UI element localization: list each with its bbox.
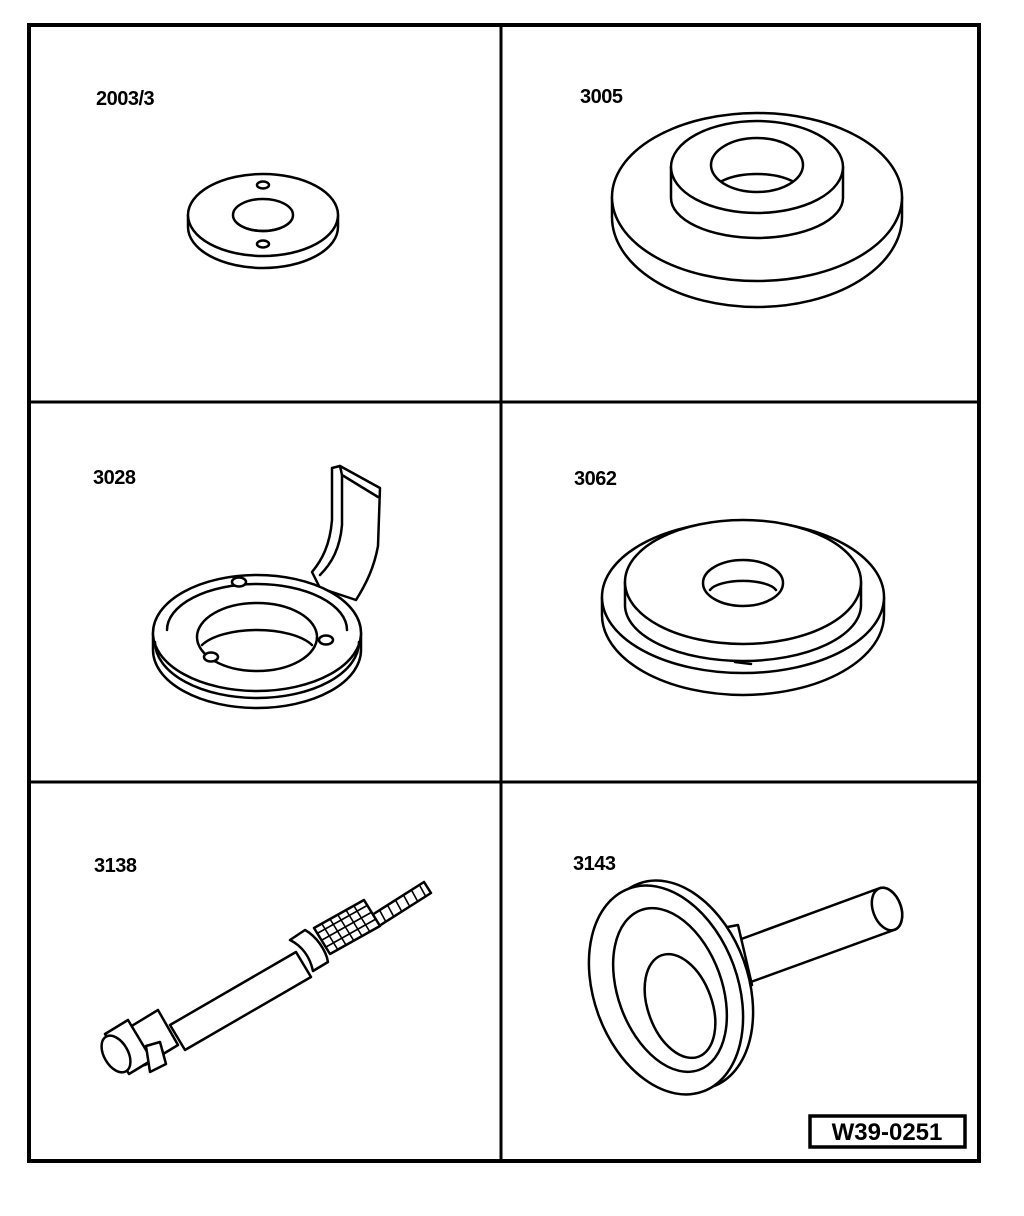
panel-tool-3138: 3138 xyxy=(94,855,433,1076)
tool-label-3028: 3028 xyxy=(93,467,136,489)
panel-tool-3062: 3062 xyxy=(574,468,886,697)
cup-press-tool-drawing xyxy=(587,879,904,1096)
tool-label-3005: 3005 xyxy=(580,86,623,108)
stepped-thrust-plate-drawing xyxy=(600,518,886,697)
tool-label-2003-3: 2003/3 xyxy=(96,88,155,110)
outer-border xyxy=(27,23,981,1163)
panel-tool-3028: 3028 xyxy=(93,464,382,710)
tool-label-3062: 3062 xyxy=(574,468,617,490)
reference-code-box: W39-0251 xyxy=(808,1114,967,1149)
flat-ring-plate-drawing xyxy=(186,172,340,270)
threaded-puller-spindle-drawing xyxy=(100,880,433,1076)
stepped-thrust-ring-drawing xyxy=(610,111,904,309)
panel-tool-2003-3: 2003/3 xyxy=(96,88,340,270)
panel-tool-3143: 3143 xyxy=(573,853,904,1096)
tool-label-3143: 3143 xyxy=(573,853,616,875)
reference-code: W39-0251 xyxy=(832,1119,943,1146)
tool-label-3138: 3138 xyxy=(94,855,137,877)
ring-holder-with-arm-drawing xyxy=(151,464,382,710)
panel-tool-3005: 3005 xyxy=(580,86,904,309)
